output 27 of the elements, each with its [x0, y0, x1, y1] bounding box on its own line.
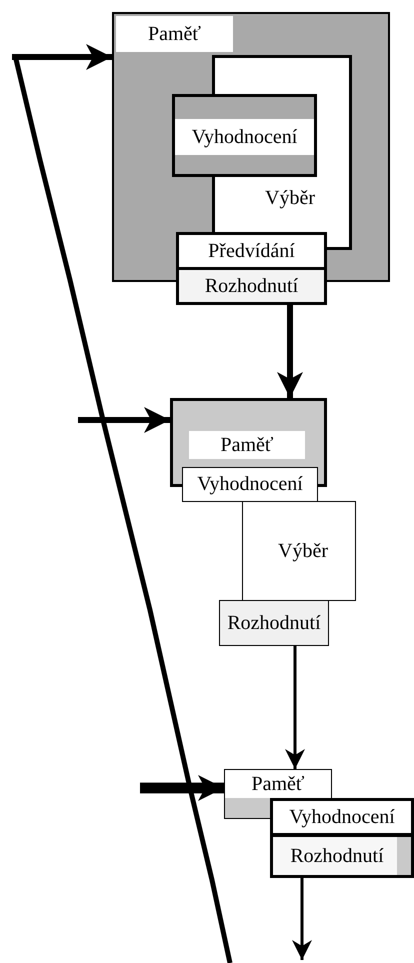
node-label: Rozhodnutí — [289, 844, 385, 868]
decision-box — [270, 834, 414, 878]
arrow — [12, 44, 112, 70]
memory-box — [224, 769, 332, 800]
node-label: Paměť — [116, 16, 233, 52]
evaluation-box — [172, 94, 317, 177]
arrow — [140, 775, 224, 801]
decision-box — [176, 267, 327, 305]
decision-box — [219, 600, 329, 646]
node-label: Paměť — [189, 431, 305, 459]
node-label: Předvídání — [207, 238, 296, 264]
node-label: Rozhodnutí — [226, 610, 322, 636]
arrow — [78, 407, 170, 433]
node-label: Výběr — [277, 538, 329, 564]
node-label: Rozhodnutí — [204, 274, 300, 298]
arrow — [277, 305, 303, 398]
evaluation-box — [270, 798, 414, 836]
node-label: Vyhodnocení — [175, 119, 314, 155]
node-label: Paměť — [250, 772, 306, 797]
arrow — [292, 878, 312, 960]
node-label: Vyhodnocení — [196, 472, 304, 497]
evaluation-box — [182, 467, 318, 502]
arrow — [285, 646, 305, 769]
node-label: Vyhodnocení — [288, 804, 396, 830]
node-label: Výběr — [264, 186, 316, 210]
selection-box — [242, 501, 356, 601]
prediction-box — [176, 232, 327, 270]
